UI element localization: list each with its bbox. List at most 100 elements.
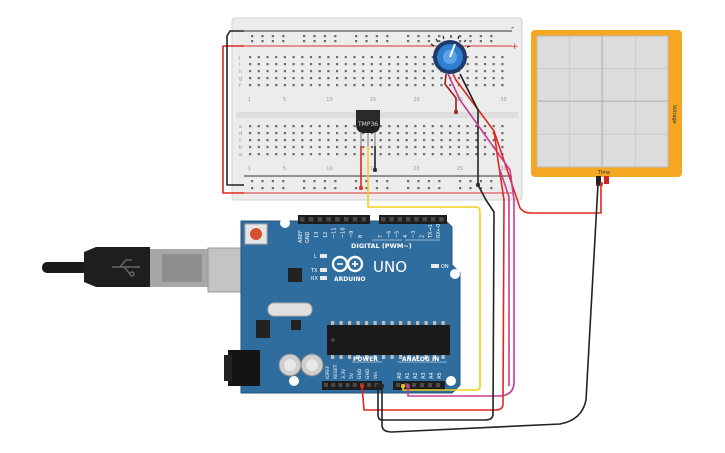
tx-led	[320, 268, 327, 272]
wire-black-scope[interactable]	[381, 183, 599, 433]
gnd-label: GND	[305, 231, 311, 243]
l-led	[320, 254, 327, 258]
column-number: 30	[500, 97, 506, 103]
digital-pin-label: 13	[314, 232, 320, 238]
usb-icon	[112, 259, 140, 277]
arduino-logo-icon	[331, 255, 364, 273]
analog-pin-label: A3	[421, 372, 427, 379]
wires[interactable]	[222, 30, 602, 433]
digital-pin-label: ~3	[411, 231, 417, 238]
row-letter: d	[239, 131, 242, 137]
analog-pin-label: A5	[437, 372, 443, 379]
rx-label: RX	[311, 276, 318, 282]
analog-pin-label: A2	[413, 372, 419, 379]
analog-in-label: ANALOG IN	[402, 356, 439, 363]
wire-end[interactable]	[401, 384, 405, 388]
analog-pin-label: A1	[405, 372, 411, 379]
digital-pin-label: 7	[378, 235, 384, 238]
usb-cable[interactable]	[42, 247, 261, 293]
digital-pin-label: ~5	[395, 231, 401, 238]
analog-header[interactable]	[393, 381, 445, 390]
column-number: 5	[283, 97, 286, 103]
column-number: 10	[326, 166, 332, 172]
digital-pin-label: 2	[420, 235, 426, 238]
wire-darkred-pot[interactable]	[444, 73, 457, 112]
digital-pin-label: 12	[323, 232, 329, 238]
wire-magenta-a1[interactable]	[499, 169, 510, 386]
capacitor	[278, 353, 324, 377]
temperature-sensor[interactable]: TMP36	[356, 110, 380, 146]
power-pin-label: IOREF	[325, 365, 331, 379]
power-pin-label: 5V	[349, 372, 355, 379]
on-led-label: ON	[441, 264, 449, 270]
wire-end[interactable]	[406, 384, 410, 388]
power-pin-label: Vin	[373, 372, 379, 379]
rail-minus-label: -	[511, 23, 514, 33]
power-pin-label: RESET	[333, 364, 339, 379]
reset-button[interactable]	[244, 223, 268, 245]
oscilloscope-time-label: Time	[597, 170, 610, 176]
wire-end[interactable]	[596, 182, 600, 186]
column-number: 25	[457, 166, 463, 172]
wire-magenta-pot[interactable]	[407, 73, 515, 397]
small-chip	[291, 320, 301, 330]
oscilloscope[interactable]: Voltage Time	[531, 30, 682, 184]
wire-end[interactable]	[359, 186, 363, 190]
row-letter: b	[239, 145, 242, 151]
usb-chip	[288, 268, 302, 282]
row-letter: e	[239, 124, 242, 130]
sensor-label: TMP36	[357, 121, 378, 128]
wire-red-left-rail[interactable]	[222, 45, 244, 194]
row-letter: j	[238, 55, 240, 61]
wire-end[interactable]	[476, 183, 480, 187]
row-letter: c	[239, 138, 242, 144]
column-number: 1	[248, 97, 251, 103]
mount-hole	[446, 376, 456, 386]
column-number: 20	[413, 97, 419, 103]
wire-red-5v[interactable]	[361, 130, 505, 411]
wire-end[interactable]	[373, 168, 377, 172]
column-number: 1	[248, 166, 251, 172]
oscilloscope-voltage-label: Voltage	[671, 105, 677, 124]
mount-hole	[450, 269, 460, 279]
digital-header[interactable]	[298, 215, 447, 224]
wire-black-pot[interactable]	[459, 73, 479, 185]
row-letter: h	[239, 69, 242, 75]
column-number: 20	[413, 166, 419, 172]
wire-yellow-sensor[interactable]	[367, 146, 481, 391]
column-number: 15	[370, 97, 376, 103]
wire-end[interactable]	[376, 384, 380, 388]
aref-label: AREF	[298, 230, 304, 243]
crystal	[267, 302, 313, 317]
breadboard-holes[interactable]	[249, 35, 504, 190]
power-header[interactable]	[322, 381, 382, 390]
rail-plus-label: +	[511, 42, 519, 52]
digital-pin-label: 4	[403, 235, 409, 238]
tx-label: TX	[310, 268, 318, 274]
wire-end[interactable]	[454, 110, 458, 114]
arduino-model-text: UNO	[373, 258, 407, 276]
oscilloscope-grid	[537, 36, 668, 167]
wire-end[interactable]	[380, 384, 384, 388]
digital-pin-label: RX←0	[436, 224, 442, 238]
digital-pin-label: TX→1	[428, 224, 434, 239]
arduino-logo-text: ARDUINO	[334, 276, 365, 283]
digital-pin-label: ~6	[386, 231, 392, 238]
wire-end[interactable]	[599, 182, 603, 186]
wire-red-pot[interactable]	[452, 73, 602, 214]
wire-black-left-rail[interactable]	[226, 30, 244, 186]
potentiometer-ticks-icon	[430, 35, 471, 48]
row-letter: i	[239, 62, 240, 68]
analog-pin-label: A4	[429, 372, 435, 379]
digital-pin-label: ~10	[340, 227, 346, 238]
wire-end[interactable]	[360, 384, 364, 388]
wire-black-gnd[interactable]	[377, 184, 495, 421]
rx-led	[320, 276, 327, 280]
atmega-chip	[327, 321, 450, 359]
potentiometer[interactable]	[430, 35, 471, 74]
analog-pin-label: A0	[397, 372, 403, 379]
row-letter: a	[239, 152, 242, 158]
